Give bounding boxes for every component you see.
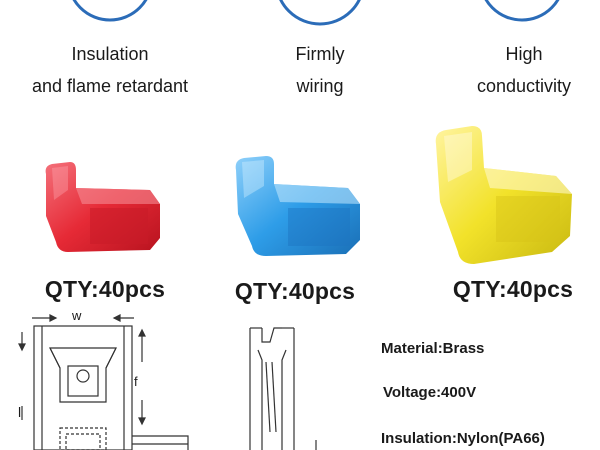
product-yellow-qty: QTY:40pcs	[452, 276, 574, 302]
feature-insulation: Insulation and flame retardant	[10, 38, 210, 102]
dimension-f-label: f	[134, 374, 138, 389]
conductivity-icon	[474, 0, 570, 26]
dimension-w-label: w	[72, 308, 82, 323]
feature-conductivity: High conductivity	[444, 38, 600, 102]
feature-line2: wiring	[296, 76, 344, 96]
spec-insulation: Insulation:Nylon(PA66)	[381, 430, 545, 447]
spec-voltage: Voltage:400V	[383, 384, 477, 401]
terminal-side-view-drawing	[240, 322, 330, 450]
product-red-qty: QTY:40pcs	[44, 276, 166, 302]
product-red-connector	[38, 160, 168, 260]
product-blue-connector	[230, 152, 370, 264]
wiring-icon	[272, 0, 368, 30]
feature-line1: Insulation	[71, 44, 149, 64]
spec-material: Material:Brass	[381, 340, 485, 357]
product-yellow-connector	[430, 124, 582, 270]
feature-wiring: Firmly wiring	[240, 38, 400, 102]
feature-line2: and flame retardant	[31, 76, 189, 96]
product-blue-qty: QTY:40pcs	[234, 278, 356, 304]
feature-line2: conductivity	[476, 76, 572, 96]
feature-line1: Firmly	[295, 44, 345, 64]
terminal-front-view-drawing	[10, 306, 200, 450]
feature-line1: High	[505, 44, 543, 64]
dimension-l-label: l	[18, 404, 22, 420]
insulation-icon	[62, 0, 158, 26]
